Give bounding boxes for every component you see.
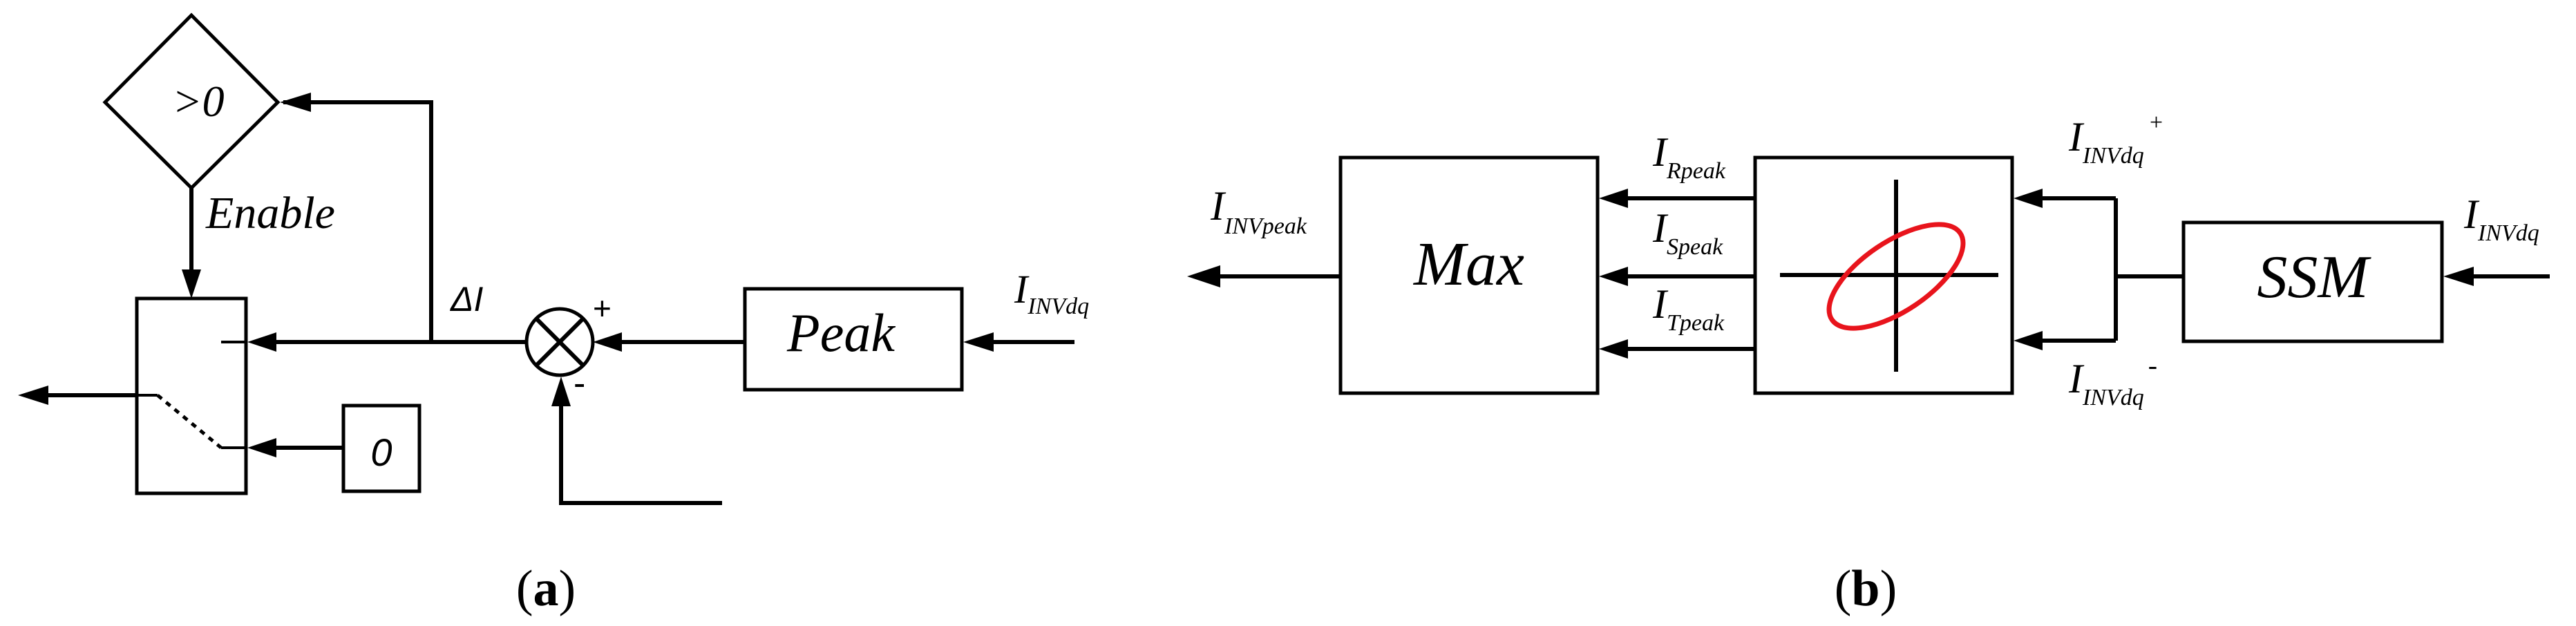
arrowhead-input [963, 332, 994, 352]
t-peak-label: ITpeak [1652, 281, 1725, 336]
enable-label: Enable [205, 188, 335, 238]
b-input-label: IINVdq [2463, 191, 2539, 246]
s-peak-label: ISpeak [1652, 205, 1723, 260]
neg-seq-label: IINVdq- [2068, 350, 2157, 410]
xy-trajectory-ellipse [1826, 222, 1966, 331]
input-label: IINVdq [1014, 267, 1089, 319]
r-arrowhead [1599, 189, 1628, 208]
arrowhead-zero [247, 438, 276, 457]
ssm-block [2181, 220, 2444, 343]
compare-label: >0 [172, 77, 224, 126]
delta-feedback-wire [283, 100, 433, 342]
neg-arrowhead [2014, 331, 2043, 350]
arrowhead-to-diamond [280, 93, 311, 112]
arrowhead-plus [593, 332, 622, 352]
minus-sign: - [574, 363, 585, 404]
panel-a: >0 Enable 0 ΔI + - [18, 12, 1089, 617]
minus-input-wire [559, 397, 722, 505]
b-arrowhead-output [1187, 265, 1220, 287]
switch-blade [156, 394, 222, 449]
pos-arrowhead [2014, 189, 2043, 208]
caption-b: (b) [1835, 560, 1897, 617]
junction-cross-2 [534, 316, 585, 368]
arrowhead-minus [551, 377, 571, 406]
ssm-label: SSM [2257, 244, 2371, 311]
max-label: Max [1412, 230, 1524, 298]
delta-label: ΔI [450, 280, 484, 319]
b-output-label: IINVpeak [1210, 183, 1307, 239]
peak-label: Peak [786, 303, 896, 363]
peak-block [743, 287, 964, 392]
arrowhead-delta [247, 332, 276, 352]
zero-constant-block [341, 404, 422, 493]
arrowhead-to-switch [182, 269, 201, 298]
zero-label: 0 [370, 430, 392, 474]
plus-sign: + [593, 290, 612, 326]
r-peak-label: IRpeak [1652, 129, 1726, 184]
max-block [1338, 155, 1600, 395]
caption-a: (a) [516, 560, 576, 617]
b-arrowhead-input [2443, 267, 2474, 286]
pos-seq-label: IINVdq+ [2068, 110, 2164, 169]
s-arrowhead [1599, 267, 1628, 286]
t-arrowhead [1599, 339, 1628, 359]
arrowhead-output [18, 386, 48, 405]
panel-b: IINVpeak Max IRpeak ISpeak ITpeak IINVdq… [1187, 110, 2550, 617]
